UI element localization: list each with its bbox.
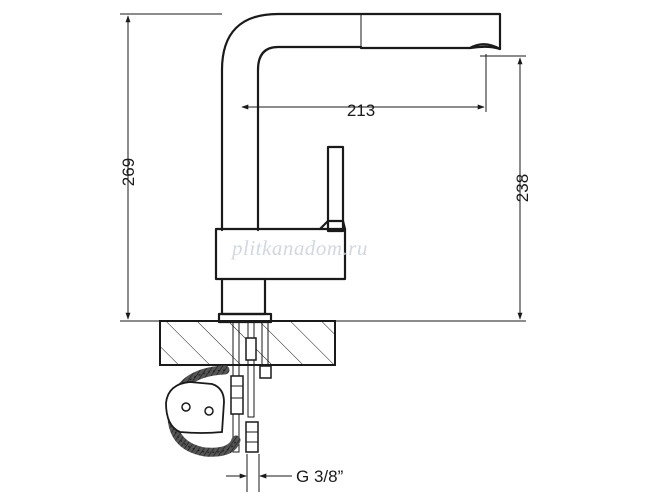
dimension-spout-reach [241,54,487,112]
spout-outline [220,12,502,232]
lever-handle [326,145,345,233]
dimension-spout-height [335,55,526,322]
mounting-clamp [165,381,225,434]
mixer-body [214,227,347,281]
watermark-text: plitkanadom.ru [230,236,368,260]
aerator [468,43,502,51]
dimension-total-height-label: 269 [119,158,138,186]
mounting-flange [217,312,273,324]
lower-stem [220,277,267,316]
dimension-spout-height-label: 238 [513,174,532,202]
faucet-body [214,12,502,324]
dimension-thread [226,454,292,492]
dimension-spout-reach-label: 213 [347,101,375,120]
dimension-total-height [120,13,222,322]
dimension-thread-label: G 3/8” [296,467,344,486]
supply-lines [165,321,272,457]
lever-base [318,219,347,231]
